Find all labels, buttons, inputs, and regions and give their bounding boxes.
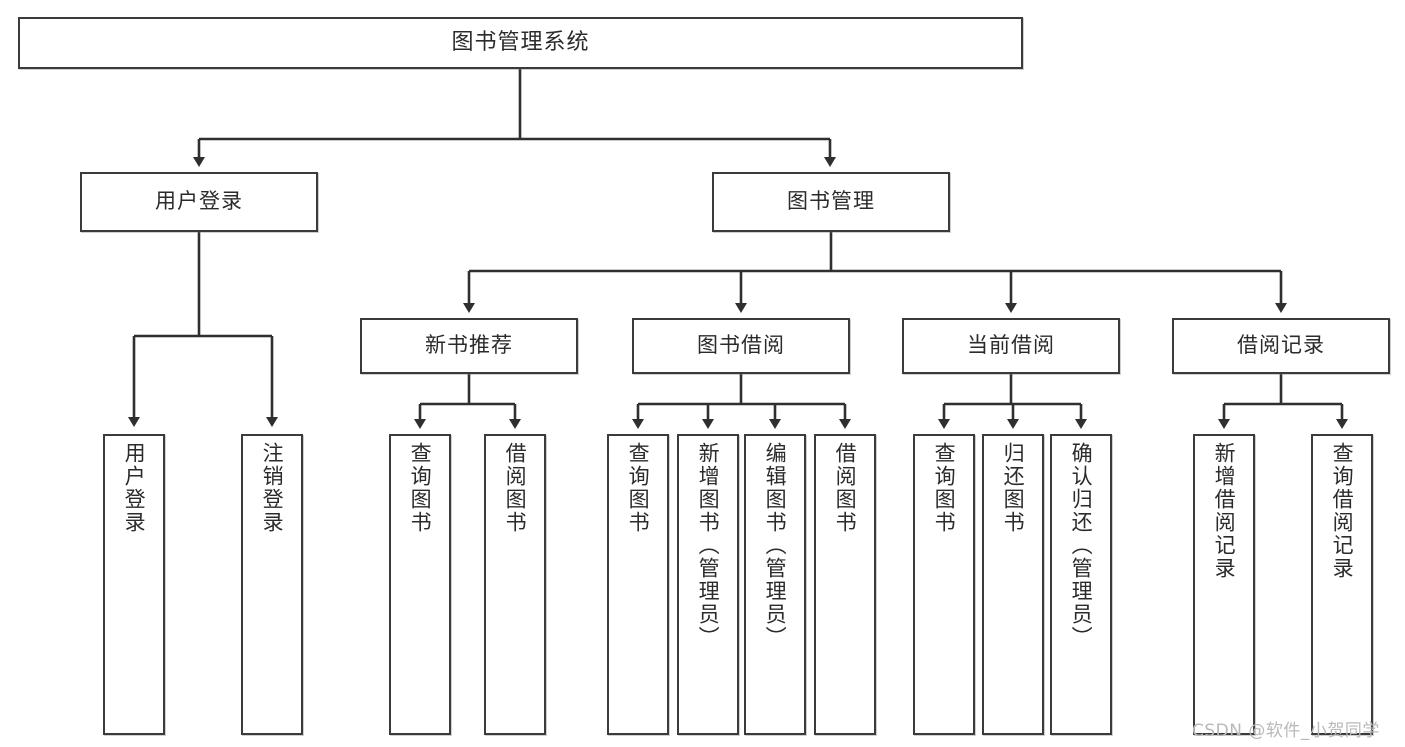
node-leaf-user-login[interactable]: 用户登录 <box>103 434 165 735</box>
node-leaf-return-book[interactable]: 归还图书 <box>982 434 1044 735</box>
leaf-label: 用户登录 <box>122 442 147 534</box>
leaf-label: 查询图书 <box>932 442 957 534</box>
node-leaf-query-book-borrow[interactable]: 查询图书 <box>607 434 669 735</box>
node-leaf-query-book-current[interactable]: 查询图书 <box>913 434 975 735</box>
node-leaf-query-book-recommend[interactable]: 查询图书 <box>389 434 451 735</box>
node-leaf-edit-book-admin[interactable]: 编辑图书（管理员） <box>744 434 806 735</box>
leaf-label: 编辑图书（管理员） <box>763 442 788 649</box>
node-leaf-add-borrow-record[interactable]: 新增借阅记录 <box>1193 434 1255 735</box>
node-leaf-add-book-admin[interactable]: 新增图书（管理员） <box>677 434 739 735</box>
node-book-borrow[interactable]: 图书借阅 <box>632 318 850 374</box>
leaf-label: 归还图书 <box>1001 442 1026 534</box>
leaf-label: 确认归还（管理员） <box>1069 442 1094 649</box>
node-leaf-borrow-book-recommend[interactable]: 借阅图书 <box>484 434 546 735</box>
node-leaf-borrow-book[interactable]: 借阅图书 <box>814 434 876 735</box>
leaf-label: 新增借阅记录 <box>1212 442 1237 580</box>
leaf-label: 查询图书 <box>626 442 651 534</box>
leaf-label: 查询借阅记录 <box>1330 442 1355 580</box>
leaf-label: 注销登录 <box>260 442 285 534</box>
node-leaf-confirm-return-admin[interactable]: 确认归还（管理员） <box>1050 434 1112 735</box>
node-current-borrow[interactable]: 当前借阅 <box>902 318 1120 374</box>
node-root-system[interactable]: 图书管理系统 <box>18 17 1023 69</box>
watermark-text: CSDN @软件_小贺同学 <box>1192 721 1380 741</box>
leaf-label: 查询图书 <box>408 442 433 534</box>
node-new-book-recommend[interactable]: 新书推荐 <box>360 318 578 374</box>
node-user-login[interactable]: 用户登录 <box>80 172 318 232</box>
node-leaf-query-borrow-record[interactable]: 查询借阅记录 <box>1311 434 1373 735</box>
leaf-label: 借阅图书 <box>833 442 858 534</box>
leaf-label: 借阅图书 <box>503 442 528 534</box>
node-book-management[interactable]: 图书管理 <box>712 172 950 232</box>
node-leaf-user-logout[interactable]: 注销登录 <box>241 434 303 735</box>
node-borrow-record[interactable]: 借阅记录 <box>1172 318 1390 374</box>
leaf-label: 新增图书（管理员） <box>696 442 721 649</box>
